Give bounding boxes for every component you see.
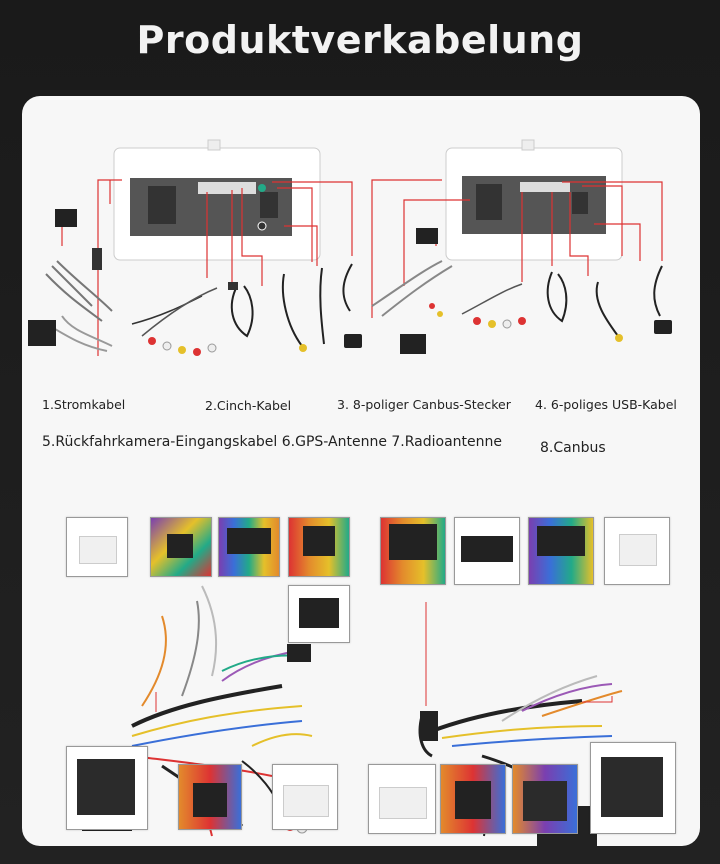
connector-thumb-harness-right (528, 517, 594, 585)
connector-thumb-harness-left (218, 517, 280, 577)
head-unit-right (445, 139, 623, 261)
connector-thumb-white-plug-right (368, 764, 436, 834)
page-title: Produktverkabelung (136, 18, 584, 62)
connector-thumb-pin-left (288, 585, 350, 643)
connector-thumb-grid-right (512, 764, 578, 834)
connector-thumb-iso-right (590, 742, 676, 834)
power-harness-left (28, 209, 113, 352)
label-camera-gps-radio: 5.Rückfahrkamera-Eingangskabel 6.GPS-Ant… (42, 434, 503, 450)
connector-thumb-white-left (66, 517, 128, 577)
connector-thumb-plug-left (288, 517, 350, 577)
usb-cable-left (228, 282, 254, 338)
head-unit-left (113, 139, 321, 261)
connector-thumb-white-right (604, 517, 670, 585)
power-harness-right (371, 228, 453, 354)
usb-cable-right (546, 271, 568, 323)
connector-thumb-rainbow-left (150, 517, 212, 577)
rca-cable-left (131, 287, 218, 356)
connector-thumb-black-left (178, 764, 242, 830)
rca-cable-right (461, 283, 526, 329)
connector-thumb-black-plug-right (440, 764, 506, 834)
label-rca-cable: 2.Cinch-Kabel (205, 398, 292, 413)
gps-antenna-right (653, 265, 672, 334)
camera-cable-left (281, 267, 325, 352)
wiring-diagram-top (28, 139, 672, 356)
connector-thumb-pin-right (454, 517, 520, 585)
gps-antenna-left (342, 263, 362, 348)
connector-thumb-black-right (380, 517, 446, 585)
label-power-cable: 1.Stromkabel (42, 397, 126, 412)
connector-thumb-canbus-left (66, 746, 148, 830)
label-canbus-connector: 3. 8-poliger Canbus-Stecker (337, 397, 511, 412)
label-canbus: 8.Canbus (540, 440, 606, 456)
label-usb-cable: 4. 6-poliges USB-Kabel (535, 397, 677, 412)
connector-thumb-white-plug-left (272, 764, 338, 830)
camera-cable-right (595, 281, 623, 342)
wiring-card: 1.Stromkabel 2.Cinch-Kabel 3. 8-poliger … (22, 96, 700, 846)
